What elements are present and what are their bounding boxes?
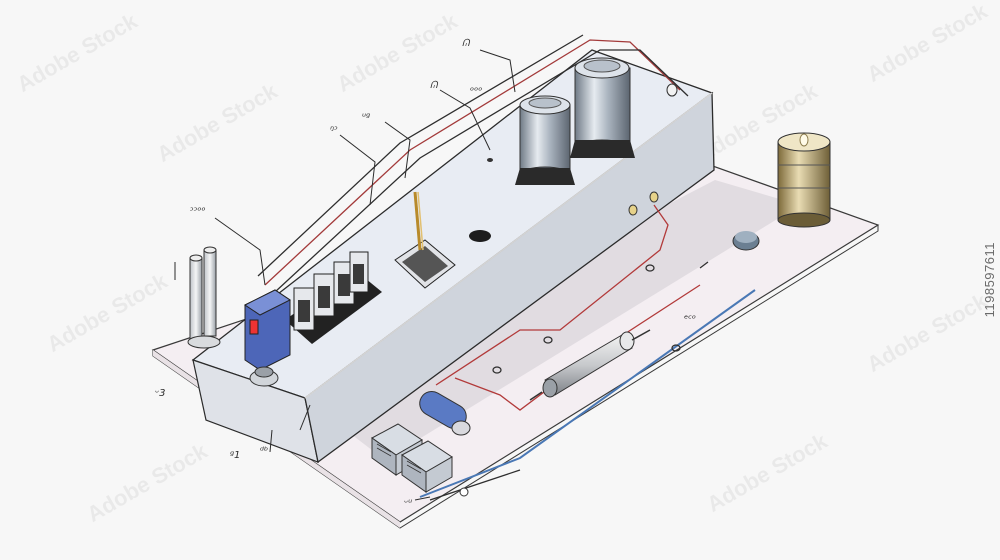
- annotation-bottom-left-2: ᵍ1: [230, 450, 240, 461]
- screws: [459, 83, 678, 497]
- sheet-wires: [419, 204, 756, 501]
- relay-array: [285, 251, 382, 344]
- annotation-mid: ᵑᵓ: [330, 125, 338, 136]
- jack-connector: [249, 366, 279, 387]
- electrolytic-capacitor-1: [515, 95, 575, 185]
- ic-chip-pair: [371, 423, 453, 493]
- stock-id-label: 1198597611: [981, 0, 997, 560]
- annotation-bottom-left: ᵕ3: [155, 388, 166, 399]
- screw-hole: [487, 158, 493, 162]
- annotation-right-wire: ᵉᶜᵒ: [684, 314, 696, 325]
- leader-lines: [174, 49, 516, 501]
- led-component: [732, 231, 760, 251]
- stock-id-text: 1198597611: [981, 242, 997, 318]
- support-pillars: [187, 246, 221, 349]
- annotation-bottom-mid: ᵈᵇ: [260, 446, 268, 457]
- block-wires: [257, 34, 689, 293]
- toggle-switch: [394, 191, 456, 289]
- annotation-bottom-right: ᵕᵘ: [404, 498, 412, 509]
- blue-connector: [244, 289, 291, 371]
- annotation-mid-marker: ᕬ: [430, 80, 439, 91]
- annotation-top: ᕬ: [462, 38, 471, 49]
- electrolytic-capacitor-2: [570, 57, 635, 158]
- battery-cell: [777, 132, 831, 228]
- mounting-hole: [469, 230, 491, 242]
- annotation-left-top: ᵓᵓᵒᵒ: [190, 206, 206, 217]
- annotation-top-2: ᵒᵒᵒ: [470, 86, 482, 97]
- resistor: [529, 329, 651, 401]
- annotation-mid-2: ᵘᵍ: [362, 112, 370, 123]
- ceramic-capacitor: [419, 391, 471, 436]
